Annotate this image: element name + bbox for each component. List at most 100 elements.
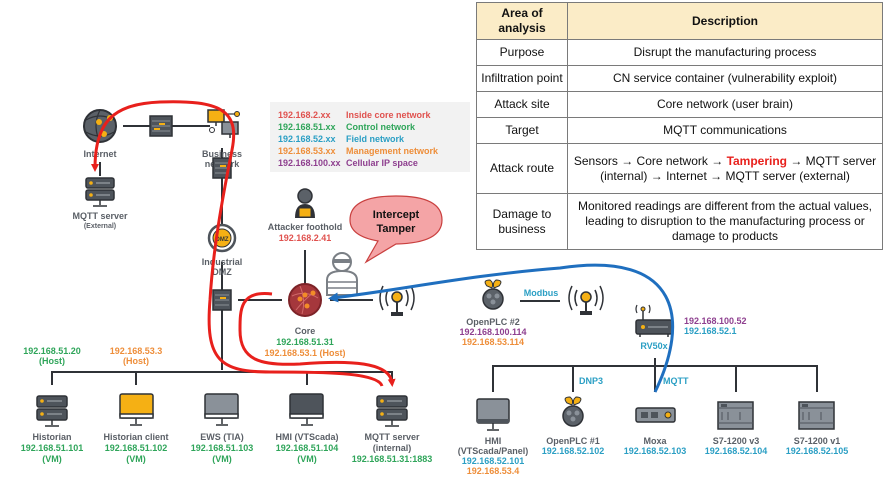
historian-client-ip: 192.168.51.102 xyxy=(105,443,168,453)
antenna-icon xyxy=(379,285,415,316)
mqtt-label: MQTT xyxy=(663,376,689,386)
ews-node: EWS (TIA) 192.168.51.103 (VM) xyxy=(191,393,253,464)
row-area: Attack route xyxy=(476,143,568,194)
hmi-vtscada-node: HMI (VTScada) 192.168.51.104 (VM) xyxy=(275,393,339,464)
dmz-label-line2: DMZ xyxy=(212,267,232,277)
row-description: CN service container (vulnerability expl… xyxy=(567,65,883,92)
moxa-label: Moxa xyxy=(643,436,667,446)
table-row: Attack route Sensors → Core network → Ta… xyxy=(476,143,883,194)
openplc2-node: OpenPLC #2 192.168.100.114 192.168.53.11… xyxy=(459,279,527,347)
ews-note: (VM) xyxy=(212,454,232,464)
s7-1200-v3-node: S7-1200 v3 192.168.52.104 xyxy=(705,401,767,456)
row-description: Disrupt the manufacturing process xyxy=(567,39,883,66)
router-icon xyxy=(635,304,673,337)
row-description: Core network (user brain) xyxy=(567,91,883,118)
table-row: Purpose Disrupt the manufacturing proces… xyxy=(476,39,883,66)
mqtt-internal-label-line1: MQTT server xyxy=(364,432,420,442)
historian-label: Historian xyxy=(32,432,71,442)
internet-label: Internet xyxy=(83,149,116,159)
host-historian-ip: 192.168.51.20 xyxy=(23,346,81,356)
ews-label: EWS (TIA) xyxy=(200,432,244,442)
attacker-label: Attacker foothold xyxy=(268,222,343,232)
plc-icon xyxy=(798,401,835,430)
table-header-row: Area of analysis Description xyxy=(476,2,883,40)
table-row: Attack site Core network (user brain) xyxy=(476,91,883,118)
monitor-icon xyxy=(204,393,239,426)
openplc1-label: OpenPLC #1 xyxy=(546,436,600,446)
dmz-label-line1: Industrial xyxy=(202,257,243,267)
route-before: Sensors → Core network → xyxy=(573,153,727,168)
legend-label-management: Management network xyxy=(346,146,439,156)
hmi-panel-label-line2: (VTScada/Panel) xyxy=(458,446,529,456)
host-client-ip: 192.168.53.3 xyxy=(110,346,163,356)
row-description: Monitored readings are different from th… xyxy=(567,193,883,250)
historian-ip: 192.168.51.101 xyxy=(21,443,84,453)
rv50x-ip1: 192.168.100.52 xyxy=(684,316,747,326)
header-description: Description xyxy=(567,2,883,40)
s7-v1-ip: 192.168.52.105 xyxy=(786,446,849,456)
server-icon xyxy=(85,177,115,207)
openplc1-node: OpenPLC #1 192.168.52.102 xyxy=(542,396,605,456)
hacker-laptop-icon xyxy=(295,188,315,218)
antenna-icon xyxy=(568,285,604,315)
ip-legend: 192.168.2.xx Inside core network 192.168… xyxy=(270,102,470,172)
route-highlight: Tampering xyxy=(726,153,788,168)
rv50x-ip2: 192.168.52.1 xyxy=(684,326,737,336)
dnp3-label: DNP3 xyxy=(579,376,603,386)
host-client-note: (Host) xyxy=(123,356,149,366)
hmi-panel-node: HMI (VTScada/Panel) 192.168.52.101 192.1… xyxy=(458,398,529,476)
hmi-vtscada-note: (VM) xyxy=(297,454,317,464)
s7-v1-label: S7-1200 v1 xyxy=(794,436,841,446)
openplc2-ip1: 192.168.100.114 xyxy=(459,327,526,337)
server-icon xyxy=(376,395,408,427)
rv50x-label: RV50x xyxy=(640,341,667,351)
mqtt-external-label-line2: (External) xyxy=(84,223,116,230)
callout-line1: Intercept xyxy=(373,209,420,221)
business-label-line1: Business xyxy=(202,149,242,159)
moxa-ip: 192.168.52.103 xyxy=(624,446,687,456)
mqtt-server-external-node: MQTT server (External) xyxy=(72,177,128,230)
firewall-icon xyxy=(212,289,232,311)
legend-prefix-management: 192.168.53.xx xyxy=(278,146,336,156)
table-row: Infiltration point CN service container … xyxy=(476,65,883,92)
table-row: Target MQTT communications xyxy=(476,117,883,144)
dmz-icon: DMZ xyxy=(207,223,237,253)
row-area: Infiltration point xyxy=(476,65,568,92)
route-after: → MQTT server (internal) → Internet → MQ… xyxy=(600,153,877,183)
openplc2-label: OpenPLC #2 xyxy=(466,317,520,327)
legend-prefix-control: 192.168.51.xx xyxy=(278,122,336,132)
core-label: Core xyxy=(295,326,316,336)
sensor-data-path xyxy=(328,263,675,393)
legend-background xyxy=(270,102,470,172)
raspberry-pi-icon xyxy=(562,396,584,427)
row-area: Attack site xyxy=(476,91,568,118)
openplc1-ip: 192.168.52.102 xyxy=(542,446,605,456)
hmi-vtscada-label: HMI (VTScada) xyxy=(275,432,338,442)
server-icon xyxy=(36,395,68,427)
legend-label-field: Field network xyxy=(346,134,405,144)
core-node: Core 192.168.51.31 192.168.53.1 (Host) xyxy=(264,283,346,358)
host-historian-note: (Host) xyxy=(39,356,65,366)
header-area: Area of analysis xyxy=(476,2,568,40)
row-area: Purpose xyxy=(476,39,568,66)
mqtt-internal-ip: 192.168.51.31:1883 xyxy=(352,454,433,464)
gateway-device-icon xyxy=(635,407,676,423)
dmz-badge: DMZ xyxy=(216,237,229,243)
legend-prefix-core: 192.168.2.xx xyxy=(278,110,331,120)
tamper-path-to-mqtt-internal xyxy=(238,292,396,387)
legend-prefix-field: 192.168.52.xx xyxy=(278,134,336,144)
historian-client-label: Historian client xyxy=(103,432,168,442)
historian-note: (VM) xyxy=(42,454,62,464)
analysis-table: Area of analysis Description Purpose Dis… xyxy=(476,2,883,250)
exfiltration-path-to-mqtt-external xyxy=(91,100,384,387)
historian-node: Historian 192.168.51.101 (VM) xyxy=(21,395,84,464)
callout-line2: Tamper xyxy=(377,223,417,235)
core-network-icon xyxy=(288,283,322,317)
legend-label-cellular: Cellular IP space xyxy=(346,158,418,168)
monitor-icon xyxy=(289,393,324,426)
historian-client-note: (VM) xyxy=(126,454,146,464)
thief-icon xyxy=(326,252,358,296)
row-area: Target xyxy=(476,117,568,144)
monitor-icon xyxy=(119,393,154,426)
